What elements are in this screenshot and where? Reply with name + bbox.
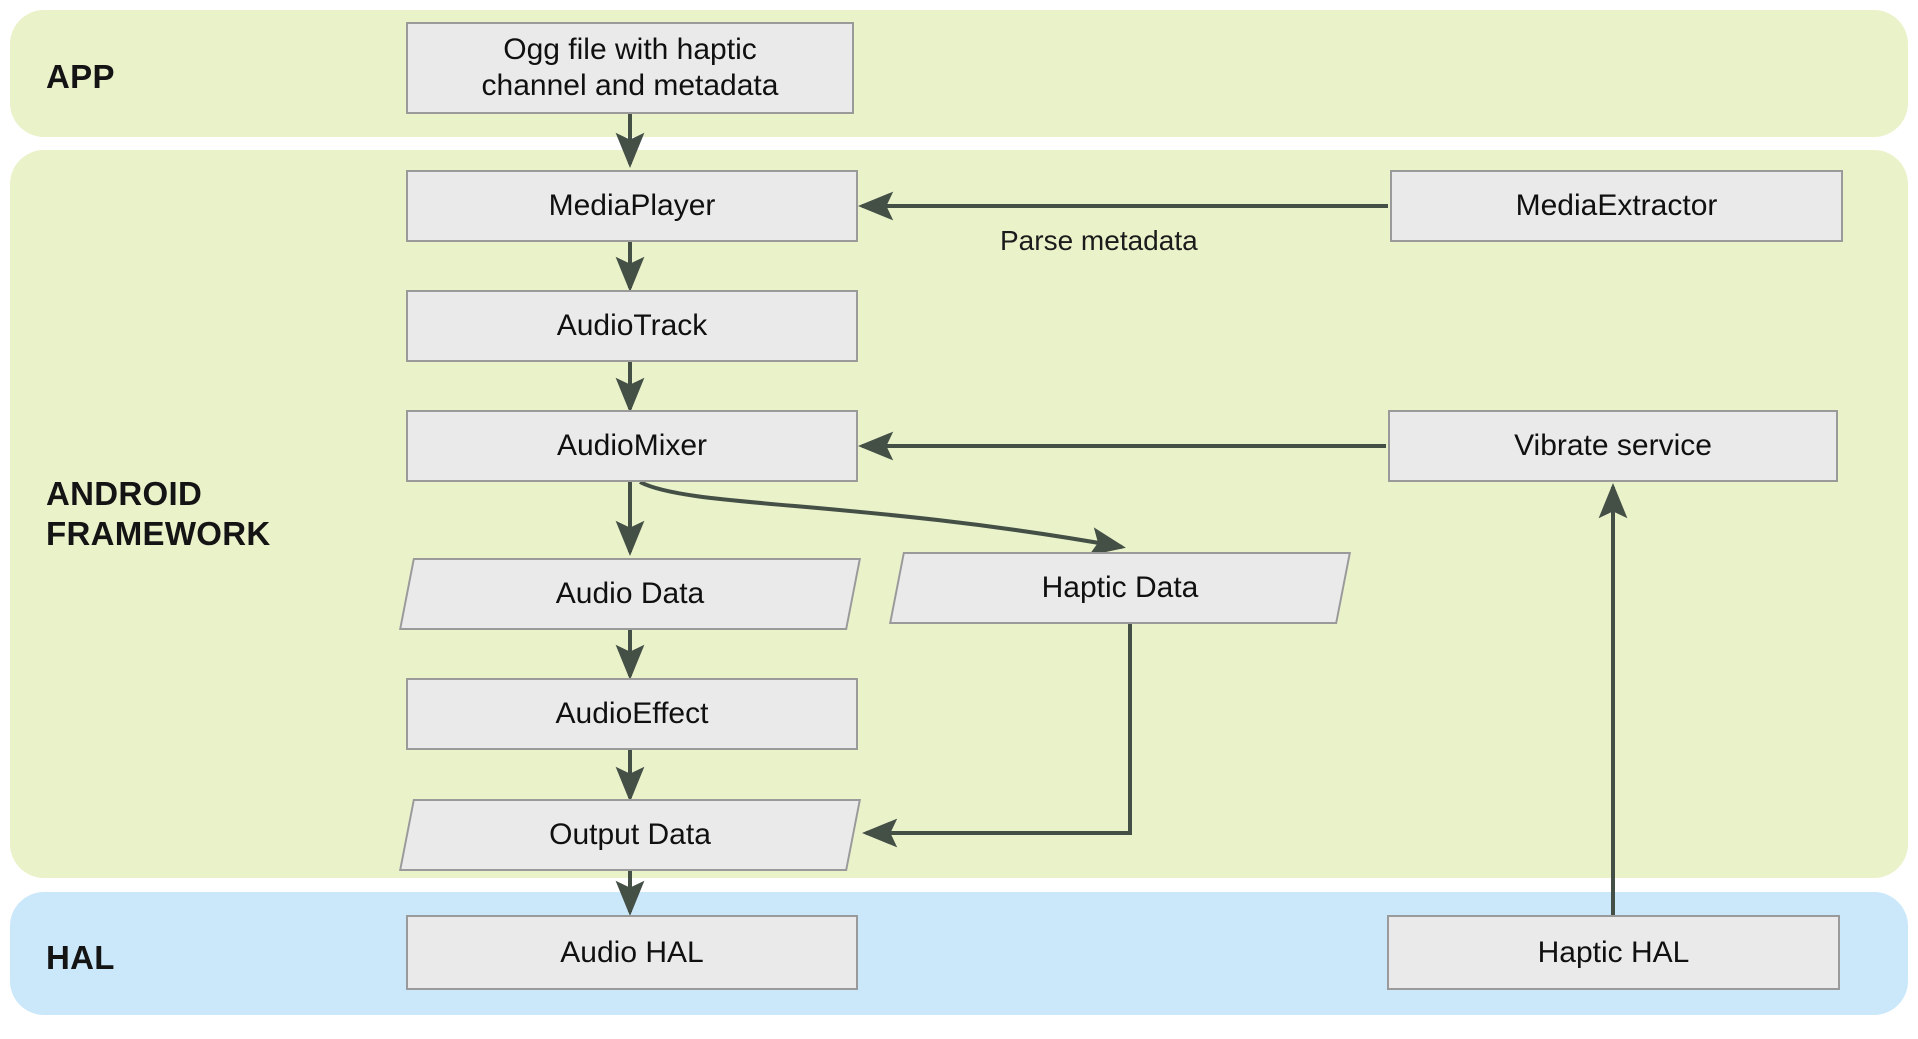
node-audiomixer[interactable]: AudioMixer: [406, 410, 858, 482]
band-label-hal: HAL: [46, 939, 115, 976]
node-mediaplayer[interactable]: MediaPlayer: [406, 170, 858, 242]
node-vibrate-service[interactable]: Vibrate service: [1388, 410, 1838, 482]
node-output-data-label: Output Data: [549, 818, 711, 851]
node-haptic-hal[interactable]: Haptic HAL: [1387, 915, 1840, 990]
node-haptic-data-label: Haptic Data: [1041, 571, 1199, 604]
node-audioeffect[interactable]: AudioEffect: [406, 678, 858, 750]
node-audiotrack[interactable]: AudioTrack: [406, 290, 858, 362]
band-android-framework: [10, 150, 1908, 878]
node-output-data[interactable]: Output Data: [399, 799, 861, 871]
node-audio-data[interactable]: Audio Data: [399, 558, 861, 630]
node-audio-hal[interactable]: Audio HAL: [406, 915, 858, 990]
node-ogg-file[interactable]: Ogg file with haptic channel and metadat…: [406, 22, 854, 114]
node-audio-data-label: Audio Data: [555, 577, 705, 610]
band-app: [10, 10, 1908, 137]
node-haptic-data[interactable]: Haptic Data: [889, 552, 1351, 624]
node-mediaextractor[interactable]: MediaExtractor: [1390, 170, 1843, 242]
band-label-app: APP: [46, 58, 115, 95]
band-label-android-framework: ANDROID FRAMEWORK: [46, 475, 271, 553]
edge-label-parse-metadata: Parse metadata: [1000, 225, 1198, 256]
